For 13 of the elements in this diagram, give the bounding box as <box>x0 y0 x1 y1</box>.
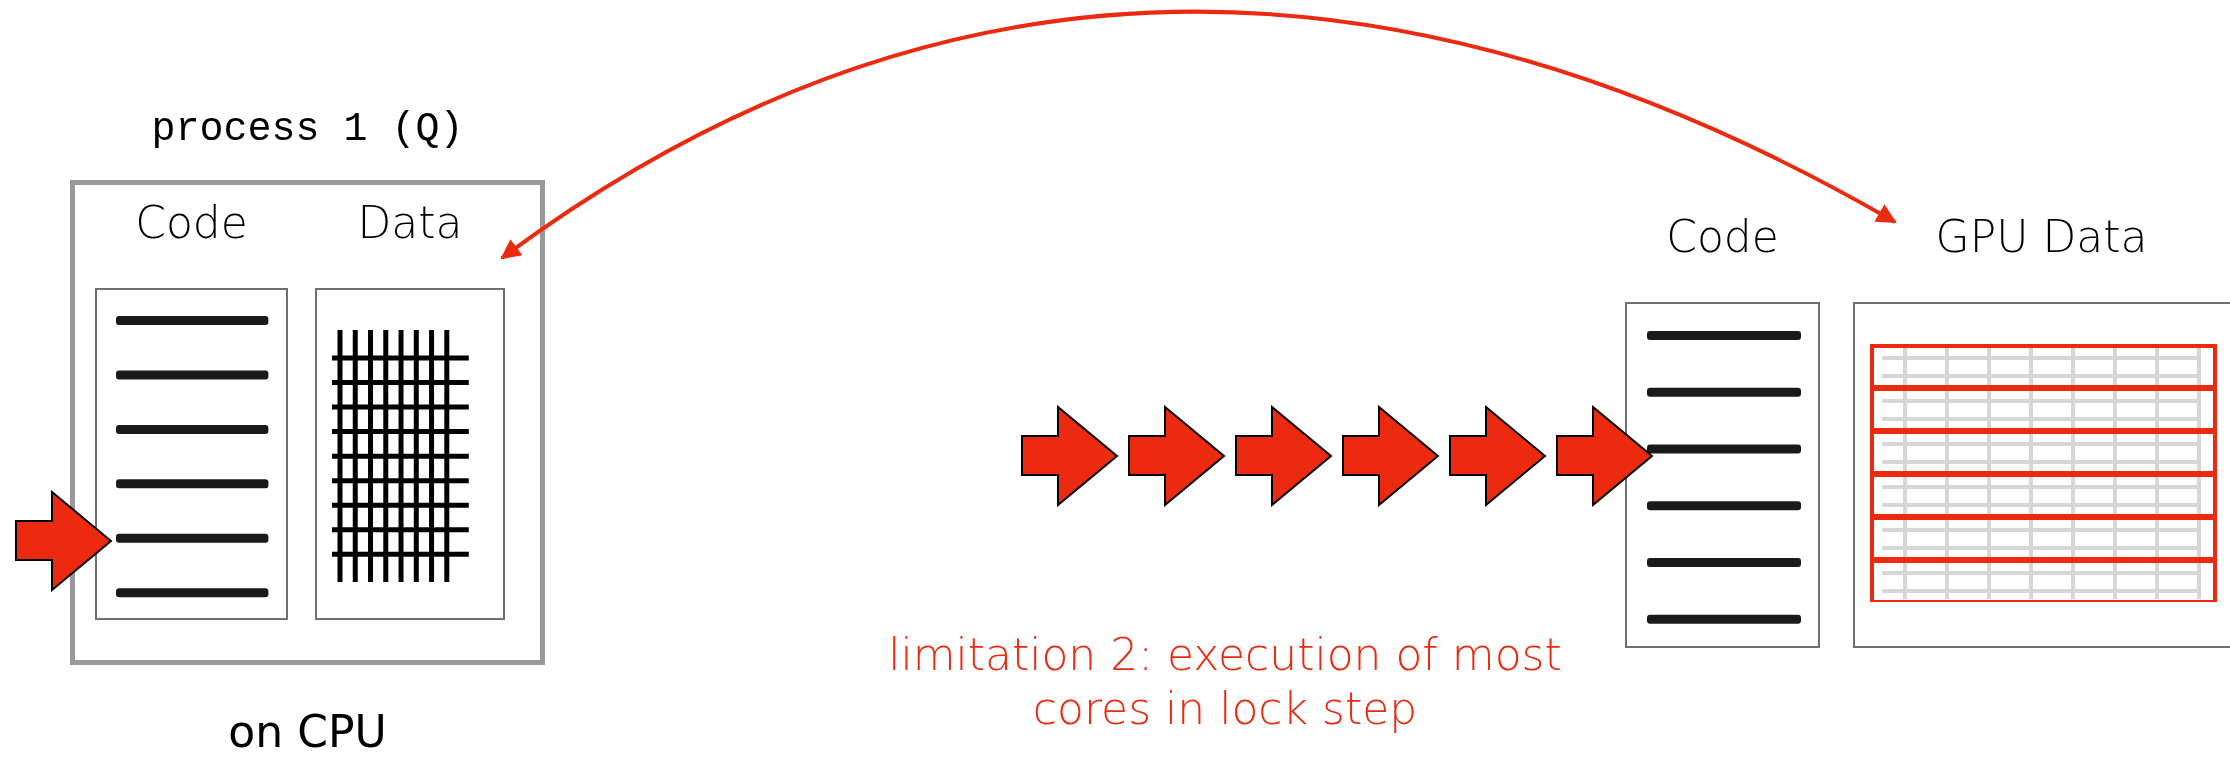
curved-arrow <box>500 10 1897 260</box>
note-text: limitation 2: execution of most cores in lock step <box>887 628 1563 736</box>
panel-heading: Code <box>135 201 248 245</box>
panel-heading: Code <box>1666 215 1779 259</box>
data-panel <box>315 288 505 620</box>
data-panel <box>1853 302 2230 648</box>
process-box <box>70 180 545 665</box>
code-panel <box>1625 302 1820 648</box>
code-panel <box>95 288 288 620</box>
panel-heading: Data <box>357 201 463 245</box>
panel-heading: GPU Data <box>1935 215 2148 259</box>
node-label: on CPU <box>228 710 387 754</box>
process-title: process 1 (Q) <box>151 110 464 150</box>
